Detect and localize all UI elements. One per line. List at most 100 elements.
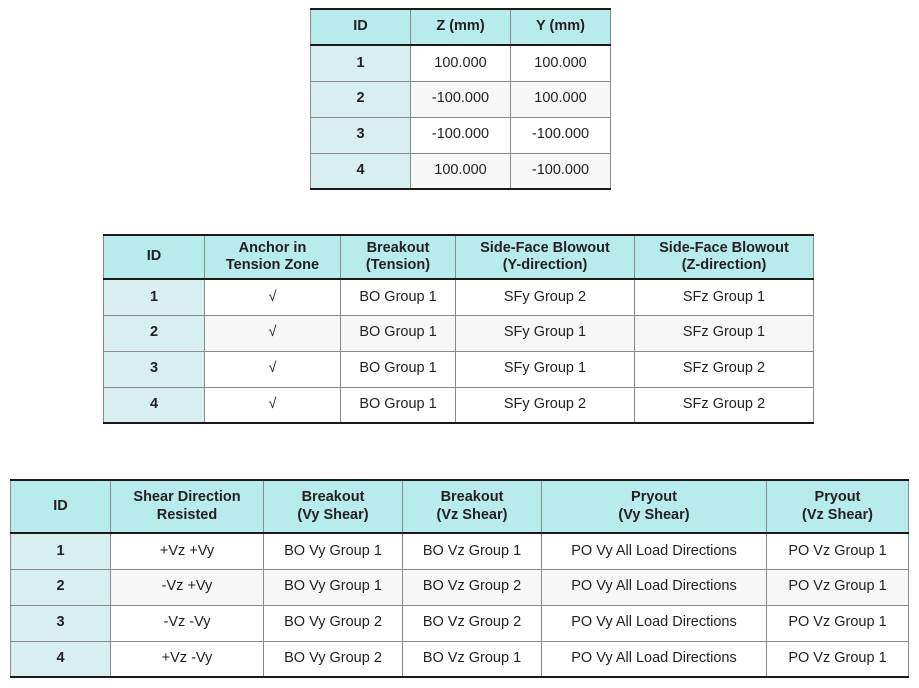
- cell-z: 100.000: [410, 44, 511, 82]
- cell-id: 1: [103, 278, 205, 316]
- table-row: 2 -100.000 100.000: [310, 80, 611, 118]
- checkmark-icon: √: [204, 350, 341, 388]
- table-header-row: ID Anchor in Tension Zone Breakout (Tens…: [103, 234, 814, 280]
- column-header-pryout-vy: Pryout (Vy Shear): [541, 479, 767, 534]
- cell-id: 4: [10, 640, 111, 678]
- table-row: 3 -Vz -Vy BO Vy Group 2 BO Vz Group 2 PO…: [10, 604, 909, 642]
- cell-z: -100.000: [410, 80, 511, 118]
- cell-sfy: SFy Group 1: [455, 314, 635, 352]
- cell-z: 100.000: [410, 152, 511, 190]
- column-header-id: ID: [310, 8, 411, 46]
- cell-sfz: SFz Group 1: [634, 314, 814, 352]
- header-line-1: Breakout: [366, 239, 430, 256]
- table-header-row: ID Shear Direction Resisted Breakout (Vy…: [10, 479, 909, 534]
- cell-id: 2: [10, 568, 111, 606]
- header-line-2: (Vz Shear): [802, 506, 873, 523]
- cell-breakout-vy: BO Vy Group 1: [263, 568, 403, 606]
- tension-checks-table: ID Anchor in Tension Zone Breakout (Tens…: [103, 234, 814, 424]
- header-line-1: Breakout: [440, 489, 504, 506]
- cell-breakout-vy: BO Vy Group 1: [263, 532, 403, 570]
- table-row: 3 √ BO Group 1 SFy Group 1 SFz Group 2: [103, 350, 814, 388]
- cell-id: 3: [10, 604, 111, 642]
- table-header-row: ID Z (mm) Y (mm): [310, 8, 611, 46]
- cell-id: 1: [310, 44, 411, 82]
- table-row: 1 +Vz +Vy BO Vy Group 1 BO Vz Group 1 PO…: [10, 532, 909, 570]
- checkmark-icon: √: [204, 386, 341, 424]
- cell-id: 3: [103, 350, 205, 388]
- header-line-2: Tension Zone: [225, 257, 320, 273]
- cell-y: 100.000: [510, 80, 611, 118]
- header-line-2: (Z-direction): [681, 257, 767, 273]
- header-line-2: (Y-direction): [502, 257, 588, 273]
- cell-shear-direction: -Vz -Vy: [110, 604, 264, 642]
- header-line-2: (Tension): [365, 257, 431, 273]
- table-row: 1 √ BO Group 1 SFy Group 2 SFz Group 1: [103, 278, 814, 316]
- anchor-coordinates-table: ID Z (mm) Y (mm) 1 100.000 100.000 2 -10…: [310, 8, 611, 190]
- header-line-2: (Vz Shear): [436, 506, 508, 523]
- cell-id: 3: [310, 116, 411, 154]
- cell-shear-direction: -Vz +Vy: [110, 568, 264, 606]
- table-row: 2 √ BO Group 1 SFy Group 1 SFz Group 1: [103, 314, 814, 352]
- cell-shear-direction: +Vz -Vy: [110, 640, 264, 678]
- cell-pryout-vz: PO Vz Group 1: [766, 640, 909, 678]
- cell-pryout-vy: PO Vy All Load Directions: [541, 604, 767, 642]
- cell-id: 4: [103, 386, 205, 424]
- cell-sfy: SFy Group 2: [455, 278, 635, 316]
- column-header-breakout-tension: Breakout (Tension): [340, 234, 456, 280]
- cell-pryout-vz: PO Vz Group 1: [766, 568, 909, 606]
- cell-sfy: SFy Group 1: [455, 350, 635, 388]
- cell-id: 4: [310, 152, 411, 190]
- cell-id: 2: [103, 314, 205, 352]
- column-header-pryout-vz: Pryout (Vz Shear): [766, 479, 909, 534]
- cell-breakout-vz: BO Vz Group 2: [402, 568, 542, 606]
- column-header-y: Y (mm): [510, 8, 611, 46]
- cell-breakout: BO Group 1: [340, 386, 456, 424]
- header-line-1: Pryout: [631, 489, 677, 506]
- header-line-1: Pryout: [814, 489, 861, 506]
- checkmark-icon: √: [204, 278, 341, 316]
- cell-y: -100.000: [510, 116, 611, 154]
- table-row: 4 100.000 -100.000: [310, 152, 611, 190]
- cell-breakout: BO Group 1: [340, 314, 456, 352]
- cell-sfy: SFy Group 2: [455, 386, 635, 424]
- column-header-id: ID: [10, 479, 111, 534]
- cell-pryout-vy: PO Vy All Load Directions: [541, 568, 767, 606]
- header-line-1: Anchor in: [238, 239, 307, 256]
- cell-breakout: BO Group 1: [340, 278, 456, 316]
- column-header-shear-direction-resisted: Shear Direction Resisted: [110, 479, 264, 534]
- table-row: 4 +Vz -Vy BO Vy Group 2 BO Vz Group 1 PO…: [10, 640, 909, 678]
- header-line-1: Side-Face Blowout: [659, 239, 789, 256]
- cell-sfz: SFz Group 2: [634, 386, 814, 424]
- table-row: 1 100.000 100.000: [310, 44, 611, 82]
- column-header-side-face-blowout-z: Side-Face Blowout (Z-direction): [634, 234, 814, 280]
- column-header-breakout-vz: Breakout (Vz Shear): [402, 479, 542, 534]
- header-line-1: Side-Face Blowout: [480, 239, 610, 256]
- cell-breakout-vy: BO Vy Group 2: [263, 640, 403, 678]
- cell-breakout-vz: BO Vz Group 1: [402, 532, 542, 570]
- column-header-id: ID: [103, 234, 205, 280]
- table-row: 2 -Vz +Vy BO Vy Group 1 BO Vz Group 2 PO…: [10, 568, 909, 606]
- header-line-1: ID: [146, 248, 162, 265]
- header-line-2: (Vy Shear): [618, 506, 690, 523]
- checkmark-icon: √: [204, 314, 341, 352]
- header-line-1: Breakout: [301, 489, 365, 506]
- cell-pryout-vz: PO Vz Group 1: [766, 532, 909, 570]
- shear-checks-table: ID Shear Direction Resisted Breakout (Vy…: [10, 479, 909, 678]
- cell-pryout-vz: PO Vz Group 1: [766, 604, 909, 642]
- column-header-breakout-vy: Breakout (Vy Shear): [263, 479, 403, 534]
- cell-breakout: BO Group 1: [340, 350, 456, 388]
- cell-sfz: SFz Group 2: [634, 350, 814, 388]
- column-header-side-face-blowout-y: Side-Face Blowout (Y-direction): [455, 234, 635, 280]
- cell-shear-direction: +Vz +Vy: [110, 532, 264, 570]
- cell-id: 2: [310, 80, 411, 118]
- cell-breakout-vz: BO Vz Group 1: [402, 640, 542, 678]
- cell-y: 100.000: [510, 44, 611, 82]
- cell-y: -100.000: [510, 152, 611, 190]
- cell-pryout-vy: PO Vy All Load Directions: [541, 532, 767, 570]
- header-line-1: ID: [53, 497, 68, 514]
- cell-breakout-vy: BO Vy Group 2: [263, 604, 403, 642]
- header-line-2: (Vy Shear): [297, 506, 369, 523]
- cell-z: -100.000: [410, 116, 511, 154]
- header-line-2: Resisted: [156, 506, 218, 523]
- cell-sfz: SFz Group 1: [634, 278, 814, 316]
